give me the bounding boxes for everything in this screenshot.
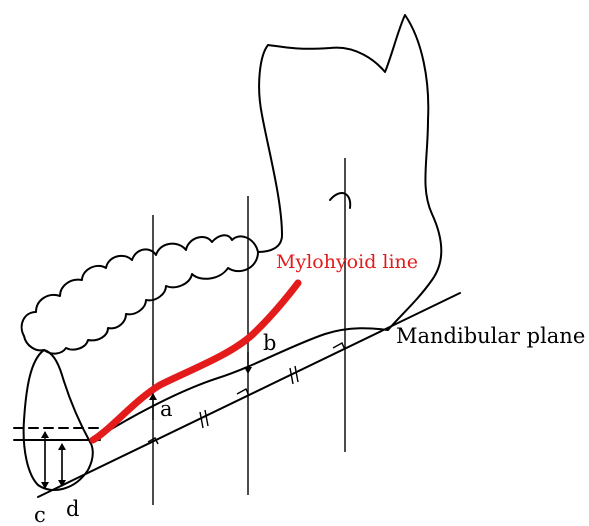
label-c: c — [34, 503, 46, 526]
incisor-symphysis — [24, 350, 93, 490]
mylohyoid-line — [93, 283, 298, 440]
ramus-inner-curve — [330, 193, 350, 208]
mylohyoid-line-label: Mylohyoid line — [276, 251, 418, 273]
label-d: d — [66, 497, 79, 521]
teeth-row — [22, 235, 258, 353]
mandibular-plane-label: Mandibular plane — [396, 324, 585, 348]
mandible-outline — [90, 15, 441, 442]
equal-ticks-2 — [290, 366, 298, 384]
label-a: a — [160, 397, 173, 421]
label-b: b — [263, 331, 276, 355]
equal-ticks-1 — [200, 410, 208, 428]
